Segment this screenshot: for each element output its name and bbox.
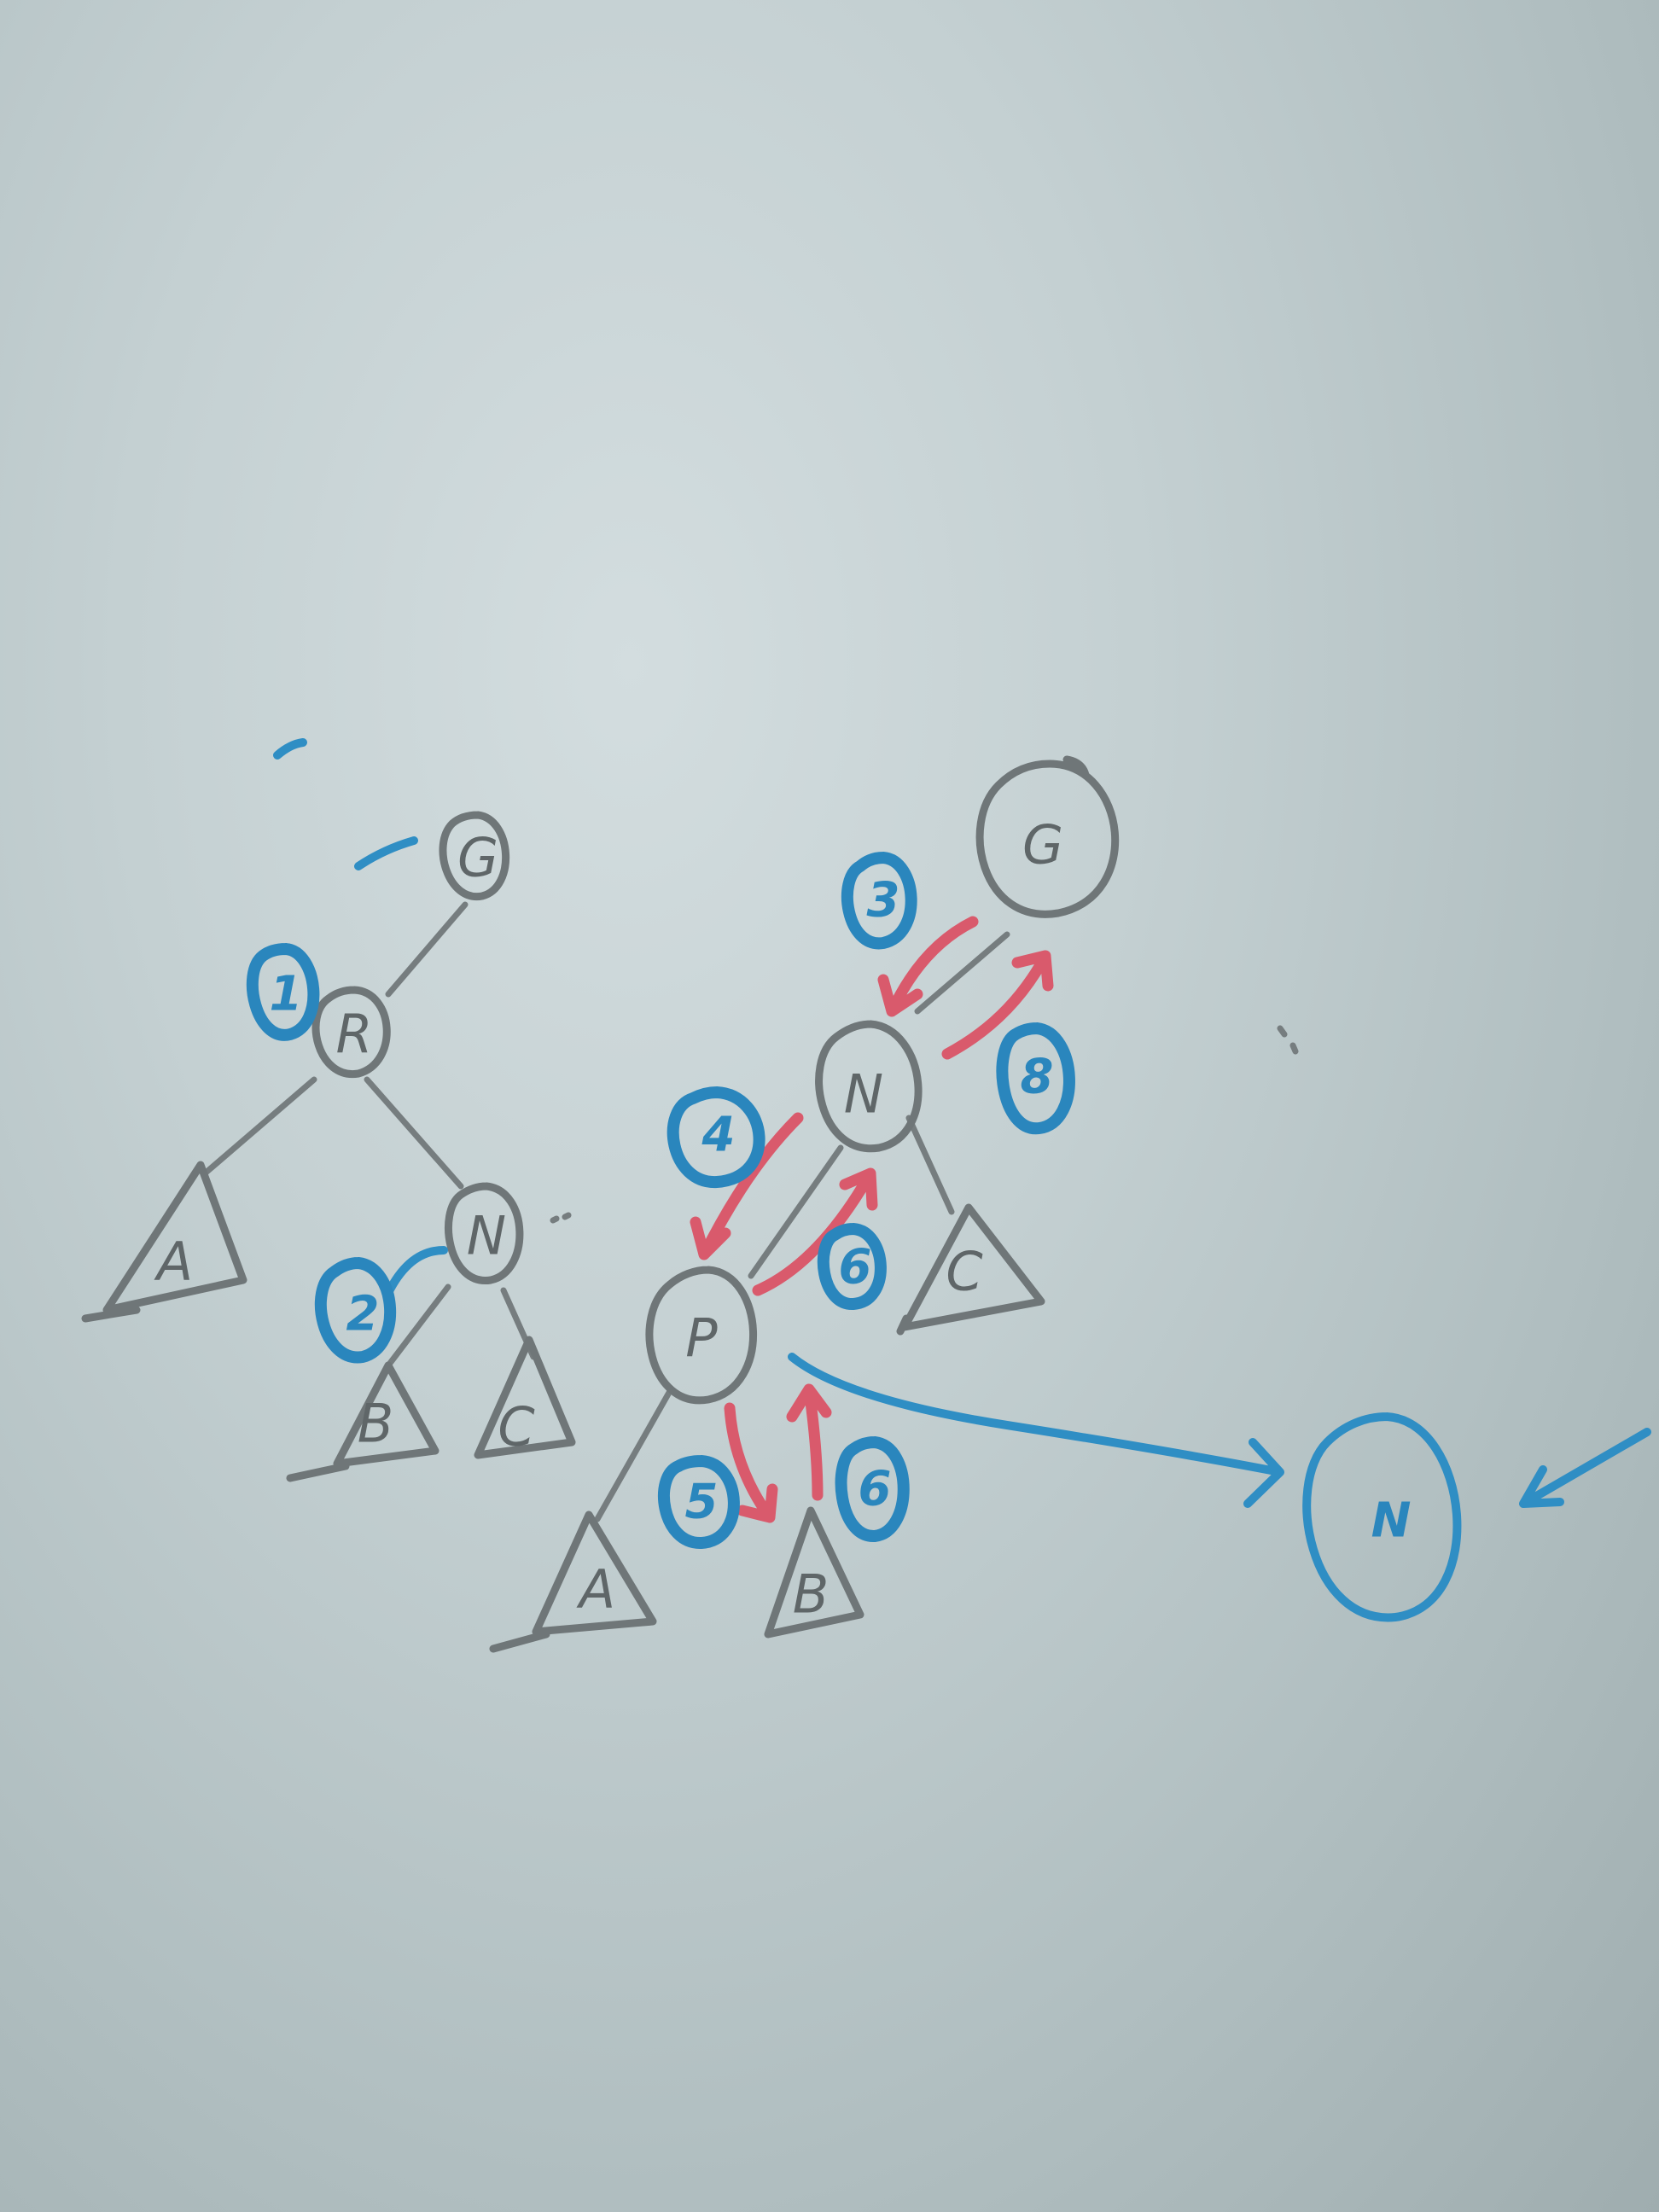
- left-edge-n-b: [385, 1284, 451, 1369]
- left-node-r-label: R: [335, 1004, 372, 1066]
- left-blue-dash: [354, 836, 418, 870]
- left-node-g: G: [439, 811, 510, 901]
- stray-dots: [550, 1025, 1299, 1224]
- right-node-p-label: P: [685, 1307, 718, 1370]
- left-edge-g-r: [385, 901, 469, 998]
- right-marker-3-label: 3: [867, 873, 900, 928]
- right-node-n-label: N: [844, 1063, 883, 1126]
- left-edge-r-a: [201, 1076, 317, 1177]
- right-node-g: G: [975, 755, 1120, 918]
- left-subtree-b: B: [286, 1361, 439, 1482]
- right-marker-6-lower-label: 6: [859, 1462, 892, 1517]
- right-subtree-c: C: [896, 1203, 1045, 1336]
- left-marker-2-label: 2: [346, 1287, 380, 1342]
- blue-arrow-incoming: [1519, 1428, 1651, 1508]
- detached-node-n-label: N: [1371, 1493, 1412, 1549]
- left-blue-hook: [384, 1246, 448, 1297]
- left-node-g-label: G: [457, 827, 498, 889]
- left-subtree-c-label: C: [498, 1396, 535, 1458]
- right-subtree-c-label: C: [946, 1241, 983, 1303]
- left-node-r: R: [311, 986, 391, 1078]
- detached-group: N: [788, 1353, 1651, 1622]
- right-node-n: N: [815, 1020, 923, 1153]
- left-subtree-b-label: B: [358, 1393, 394, 1455]
- red-arrow-p-to-b: [724, 1402, 778, 1523]
- blue-arrow-p-to-detached: [788, 1353, 1284, 1508]
- right-edge-n-p: [748, 1144, 844, 1279]
- right-marker-5-label: 5: [685, 1475, 719, 1530]
- right-edge-p-a: [594, 1388, 673, 1522]
- left-marker-2: 2: [314, 1257, 396, 1364]
- left-edge-r-n: [364, 1076, 464, 1190]
- left-node-n: N: [445, 1182, 524, 1284]
- left-blue-tick: [273, 738, 307, 760]
- right-edge-n-c: [905, 1115, 955, 1215]
- left-node-n-label: N: [467, 1205, 506, 1267]
- red-arrow-n-to-g: [941, 950, 1054, 1060]
- red-arrow-g-to-n: [877, 916, 979, 1017]
- right-node-g-label: G: [1022, 814, 1063, 876]
- red-arrow-b-to-p: [786, 1383, 832, 1501]
- right-marker-6-upper-label: 6: [839, 1240, 872, 1295]
- left-subtree-c: C: [474, 1336, 576, 1459]
- right-marker-6-lower: 6: [835, 1436, 910, 1542]
- left-subtree-a-label: A: [154, 1231, 193, 1293]
- right-subtree-b-label: B: [793, 1563, 830, 1626]
- right-subtree-b: B: [764, 1506, 864, 1639]
- right-edge-g-n: [914, 931, 1010, 1015]
- red-arrow-p-to-n: [752, 1167, 878, 1296]
- red-arrow-n-to-p: [690, 1112, 804, 1260]
- left-marker-1-label: 1: [270, 967, 303, 1022]
- right-tree: G N P A B C: [489, 755, 1120, 1653]
- left-subtree-a: A: [81, 1161, 247, 1323]
- right-marker-8: 8: [996, 1022, 1075, 1135]
- left-tree: G R N A B C: [81, 738, 576, 1482]
- right-node-p: P: [645, 1266, 758, 1405]
- right-marker-6-upper: 6: [817, 1223, 887, 1310]
- right-subtree-a: A: [489, 1511, 657, 1653]
- right-marker-4-label: 4: [701, 1108, 736, 1163]
- right-marker-4: 4: [667, 1086, 765, 1188]
- left-marker-1: 1: [246, 943, 320, 1041]
- right-marker-3: 3: [841, 852, 917, 950]
- right-marker-5: 5: [657, 1455, 740, 1549]
- detached-node-n: N: [1302, 1412, 1462, 1622]
- right-marker-8-label: 8: [1021, 1050, 1054, 1105]
- right-subtree-a-label: A: [576, 1558, 615, 1621]
